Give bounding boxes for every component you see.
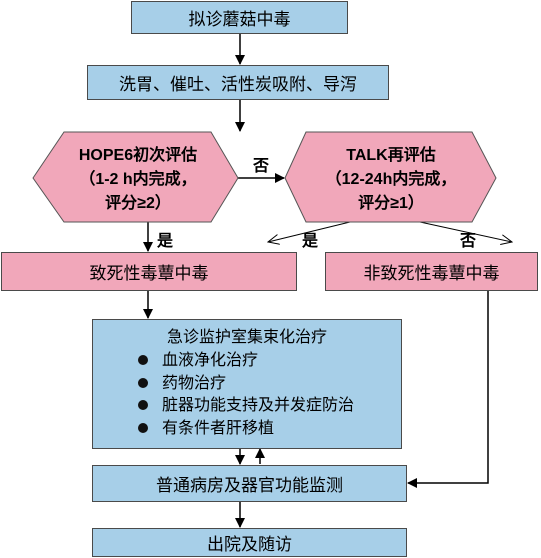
node-suspected-label: 拟诊蘑菇中毒 — [188, 10, 291, 30]
list-item: 血液净化治疗 — [138, 349, 354, 372]
list-item: 有条件者肝移植 — [138, 417, 354, 440]
hope6-abbr: HOPE6 — [78, 147, 134, 164]
arrow-talk-to-lethal — [268, 221, 351, 242]
node-discharge: 出院及随访 — [92, 528, 407, 557]
bullet-icon — [138, 422, 148, 433]
node-nonlethal: 非致死性毒蕈中毒 — [325, 252, 538, 291]
list-item: 药物治疗 — [138, 372, 354, 395]
node-lethal-label: 致死性毒蕈中毒 — [89, 264, 209, 284]
node-talk: TALK再评估 （12-24h内完成， 评分≥1） — [300, 143, 482, 215]
hope6-time-suffix: 内完成， — [132, 169, 197, 188]
hope6-score: ≥2） — [137, 195, 171, 212]
bullet-icon — [138, 400, 148, 411]
node-ward-label: 普通病房及器官功能监测 — [156, 476, 343, 496]
node-lethal: 致死性毒蕈中毒 — [1, 252, 297, 291]
hope6-time: （1-2 h — [79, 171, 133, 188]
node-nonlethal-label: 非致死性毒蕈中毒 — [363, 264, 500, 284]
hope6-title: 初次评估 — [133, 145, 198, 164]
edge-label-no-to-talk: 否 — [253, 156, 270, 175]
talk-time-suffix: 内完成， — [392, 169, 457, 188]
node-discharge-label: 出院及随访 — [207, 535, 292, 555]
icu-item-drug-therapy: 药物治疗 — [162, 372, 227, 392]
edge-label-yes-talk-to-lethal: 是 — [302, 231, 319, 250]
hope6-score-label: 评分 — [105, 193, 138, 212]
arrow-nonlethal-to-ward — [407, 291, 489, 488]
bullet-icon — [138, 355, 148, 366]
node-suspected: 拟诊蘑菇中毒 — [131, 1, 348, 34]
icu-item-organ-support: 脏器功能支持及并发症防治 — [162, 395, 355, 414]
node-hope6-shape — [32, 131, 239, 223]
node-talk-shape — [284, 131, 497, 223]
talk-score: ≥1） — [390, 195, 424, 212]
icu-item-liver-transplant: 有条件者肝移植 — [162, 417, 275, 437]
node-hope6: HOPE6初次评估 （1-2 h内完成， 评分≥2） — [50, 143, 226, 215]
edge-label-yes-to-lethal: 是 — [157, 231, 174, 250]
bullet-icon — [138, 377, 148, 388]
icu-item-list: 血液净化治疗 药物治疗 脏器功能支持及并发症防治 有条件者肝移植 — [138, 349, 354, 439]
edge-label-no-talk-to-nonlethal: 否 — [460, 231, 477, 250]
node-icu-title: 急诊监护室集束化治疗 — [166, 327, 327, 346]
node-decontam-label: 洗胃、催吐、活性炭吸附、导泻 — [119, 75, 357, 95]
list-item: 脏器功能支持及并发症防治 — [138, 394, 354, 417]
talk-time: （12-24h — [325, 171, 393, 188]
talk-abbr: TALK — [346, 147, 388, 164]
talk-title: 再评估 — [387, 145, 436, 164]
node-decontam: 洗胃、催吐、活性炭吸附、导泻 — [87, 65, 389, 100]
arrow-talk-to-nonlethal — [419, 221, 512, 242]
icu-item-blood-purification: 血液净化治疗 — [162, 350, 259, 369]
talk-score-label: 评分 — [358, 193, 391, 212]
node-ward: 普通病房及器官功能监测 — [92, 465, 407, 502]
